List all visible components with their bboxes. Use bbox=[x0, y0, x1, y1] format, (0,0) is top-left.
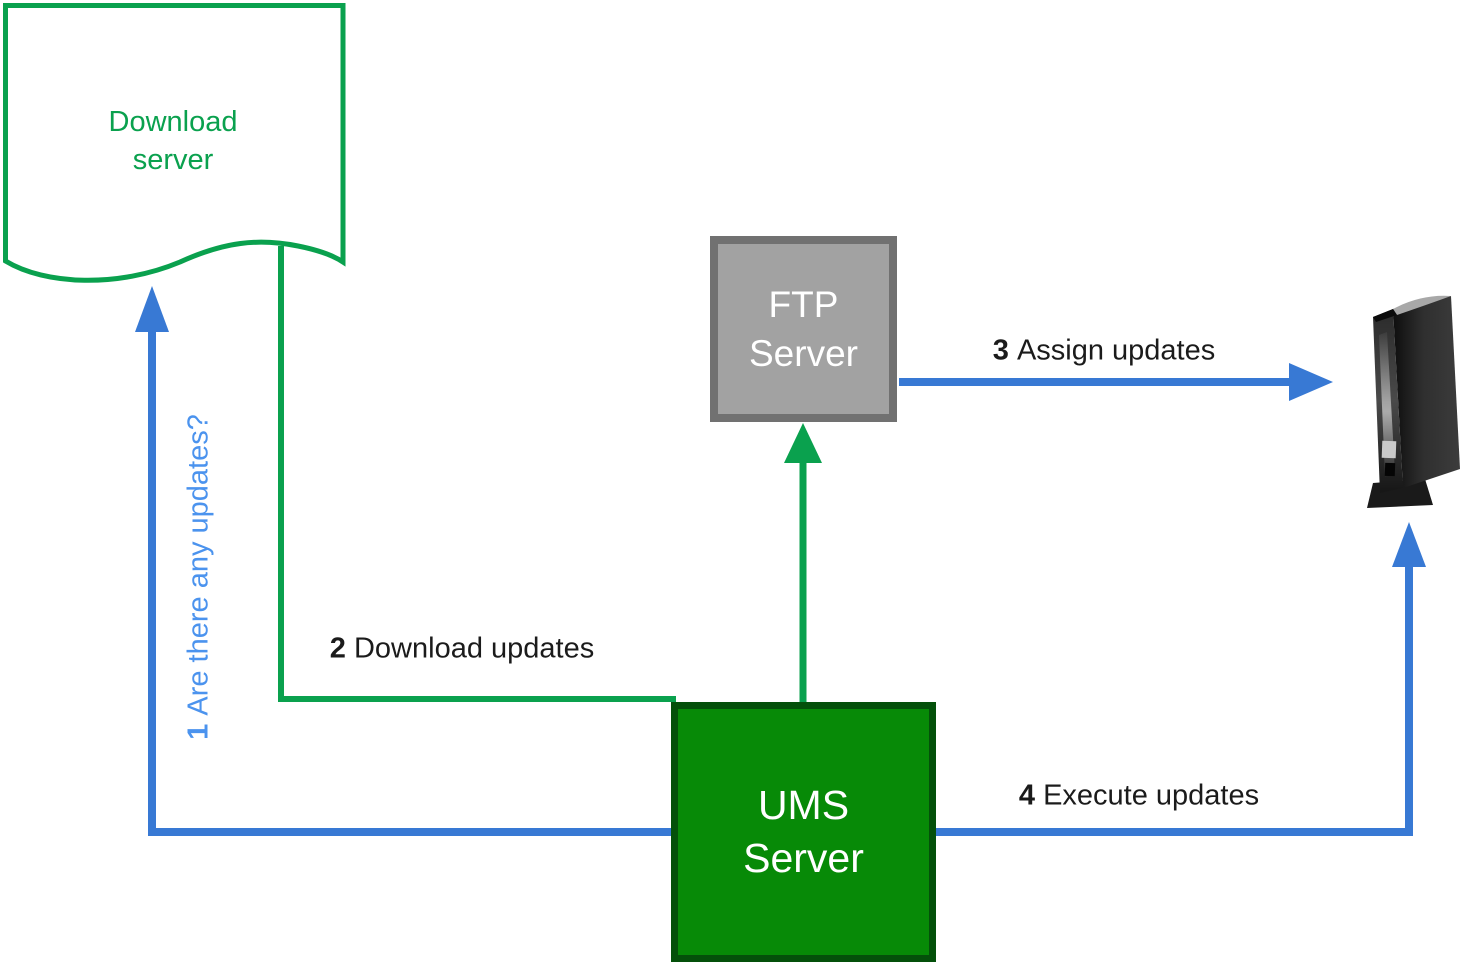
step4-arrow bbox=[934, 522, 1426, 836]
step1-label: 1 Are there any updates? bbox=[182, 414, 215, 740]
device-front-slot bbox=[1384, 462, 1396, 477]
step4-label: 4 Execute updates bbox=[1018, 779, 1260, 812]
step3-label: 3 Assign updates bbox=[992, 334, 1216, 367]
step3-arrow bbox=[899, 363, 1333, 401]
step2-label: 2 Download updates bbox=[329, 632, 595, 665]
device-top-highlight bbox=[1393, 295, 1451, 315]
ftp-server-node: FTP Server bbox=[710, 236, 897, 422]
device-gloss-strip bbox=[1379, 332, 1395, 477]
step2-line bbox=[278, 246, 676, 702]
download-server-label: Download server bbox=[108, 106, 238, 176]
device-top-rim bbox=[1373, 309, 1397, 322]
ums-server-node: UMS Server bbox=[671, 702, 936, 962]
ftp-server-label: FTP Server bbox=[749, 284, 858, 374]
device-front-label bbox=[1381, 440, 1397, 459]
ums-to-ftp-arrow bbox=[784, 423, 822, 706]
device-side-panel bbox=[1393, 296, 1460, 488]
ums-server-label: UMS Server bbox=[743, 782, 864, 881]
document-shape bbox=[2, 3, 346, 283]
thin-client-image bbox=[1367, 295, 1460, 508]
download-server-node bbox=[2, 3, 346, 283]
step1-arrow bbox=[135, 286, 676, 836]
